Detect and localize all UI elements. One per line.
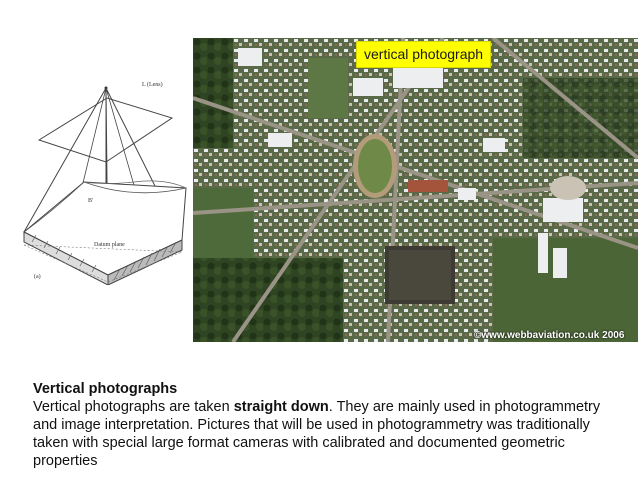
aerial-photograph: [193, 38, 638, 342]
vertical-photograph-label: vertical photograph: [356, 41, 492, 68]
figure-a-label: (a): [34, 273, 41, 280]
photo-copyright: ©www.webbaviation.co.uk 2006: [474, 330, 625, 341]
lens-label: L (Lens): [142, 81, 163, 88]
datum-plane-label: Datum plane: [94, 242, 125, 248]
caption-text-1: Vertical photographs are taken: [33, 399, 234, 415]
caption-bold-text: straight down: [233, 399, 329, 415]
b-prime-label: B': [88, 198, 93, 204]
caption-body: Vertical photographs are taken straight …: [33, 398, 618, 470]
caption: Vertical photographs Vertical photograph…: [33, 380, 618, 470]
caption-text-2: . They are mainly used in photogrammetry…: [33, 399, 601, 469]
caption-heading: Vertical photographs: [33, 381, 178, 397]
vertical-photo-geometry-diagram: L (Lens) B' Datum plane (a): [23, 81, 187, 285]
